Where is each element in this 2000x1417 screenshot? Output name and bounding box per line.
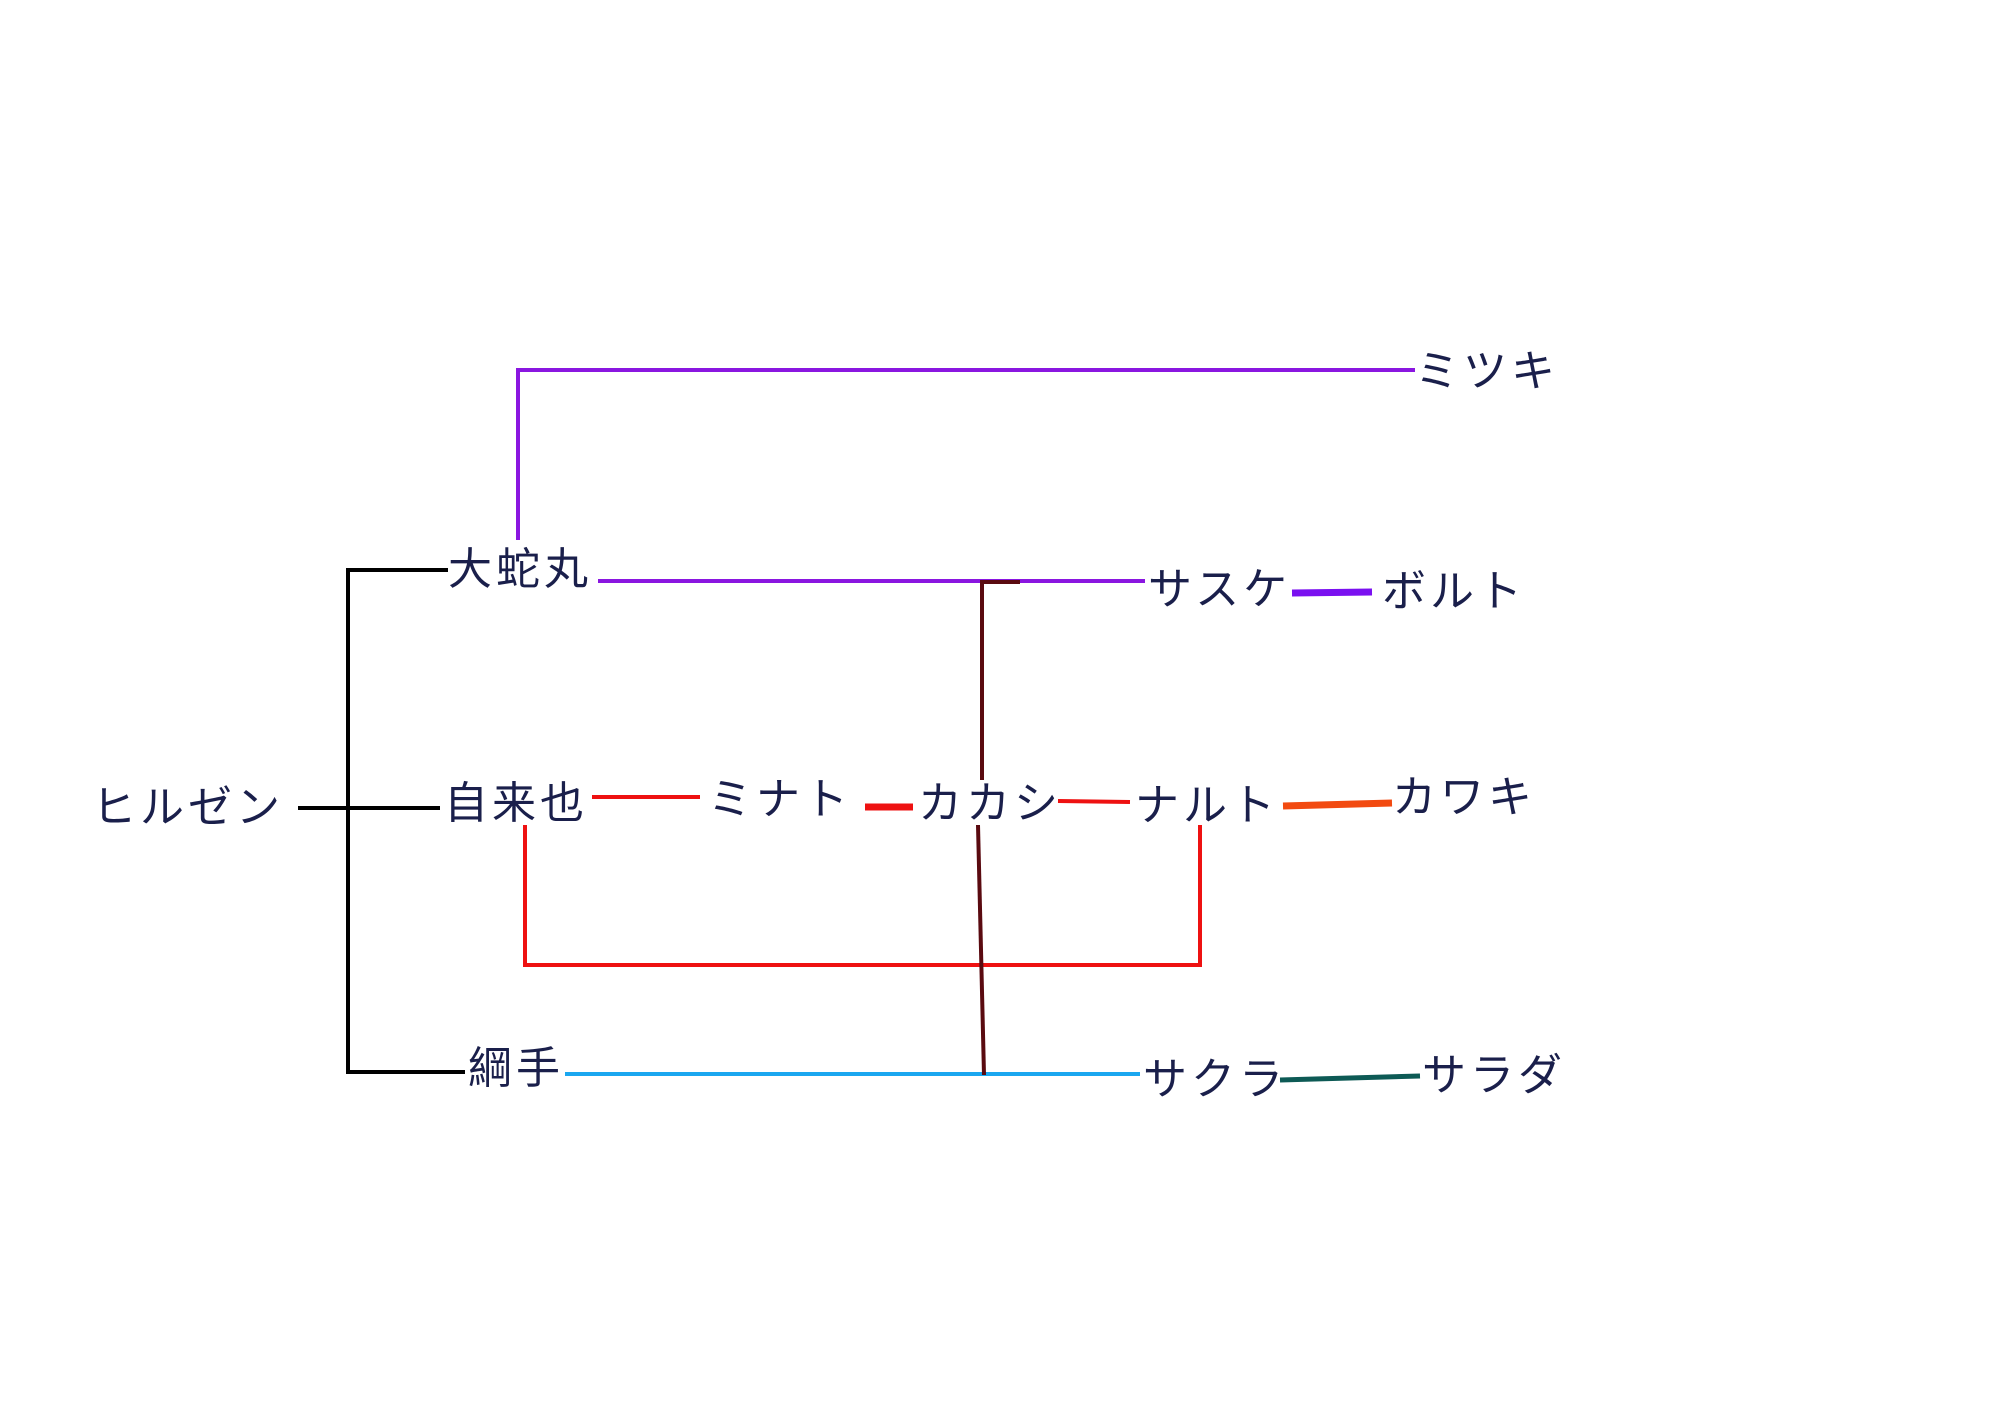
- node-mitsuki: ミツキ: [1415, 346, 1559, 397]
- node-sasuke: サスケ: [1148, 564, 1292, 615]
- naruto-kawaki-connector: [1282, 799, 1393, 810]
- node-jiraiya: 自来也: [444, 778, 588, 829]
- node-minato: ミナト: [708, 774, 852, 825]
- node-sakura: サクラ: [1143, 1054, 1287, 1105]
- node-sarada: サラダ: [1422, 1050, 1566, 1101]
- kakashi-connector: [976, 580, 1020, 1076]
- orochimaru-connector: [516, 368, 1415, 583]
- node-hiruzen: ヒルゼン: [92, 782, 284, 833]
- hiruzen-branch-connector: [298, 568, 465, 1074]
- jiraiya-connector: [523, 795, 1202, 967]
- node-boruto: ボルト: [1382, 566, 1526, 617]
- sasuke-boruto-connector: [1291, 588, 1373, 597]
- node-tsunade: 綱手: [468, 1043, 564, 1094]
- node-naruto: ナルト: [1135, 780, 1279, 831]
- sakura-sarada-connector: [1279, 1073, 1421, 1083]
- node-kawaki: カワキ: [1392, 772, 1536, 823]
- node-kakashi: カカシ: [918, 778, 1062, 829]
- node-orochimaru: 大蛇丸: [448, 544, 592, 595]
